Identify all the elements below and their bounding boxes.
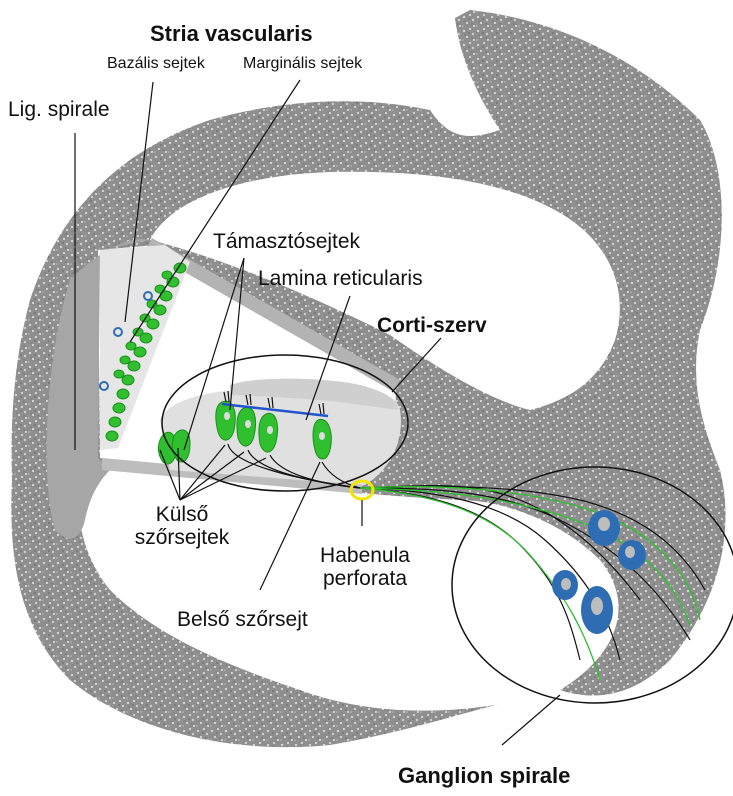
label-belso-szorsejt: Belső szőrsejt	[177, 608, 308, 631]
label-corti-szerv: Corti-szerv	[377, 314, 487, 337]
label-habenula-perforata: Habenula perforata	[300, 544, 430, 590]
label-kulso-line1: Külső	[132, 503, 232, 526]
label-ganglion-spirale: Ganglion spirale	[398, 764, 570, 788]
label-kulso-line2: szőrsejtek	[132, 526, 232, 549]
label-kulso-szorsejtek: Külső szőrsejtek	[132, 503, 232, 549]
label-stria-vascularis: Stria vascularis	[150, 22, 313, 46]
label-habenula-line2: perforata	[300, 567, 430, 590]
label-lig-spirale: Lig. spirale	[8, 98, 110, 121]
label-tamasztosejtek: Támasztósejtek	[213, 230, 360, 253]
label-bazalis-sejtek: Bazális sejtek	[107, 55, 205, 73]
label-marginalis-sejtek: Marginális sejtek	[243, 55, 362, 73]
label-lamina-reticularis: Lamina reticularis	[258, 267, 423, 290]
label-habenula-line1: Habenula	[300, 544, 430, 567]
inner-hair-cell	[313, 419, 331, 459]
